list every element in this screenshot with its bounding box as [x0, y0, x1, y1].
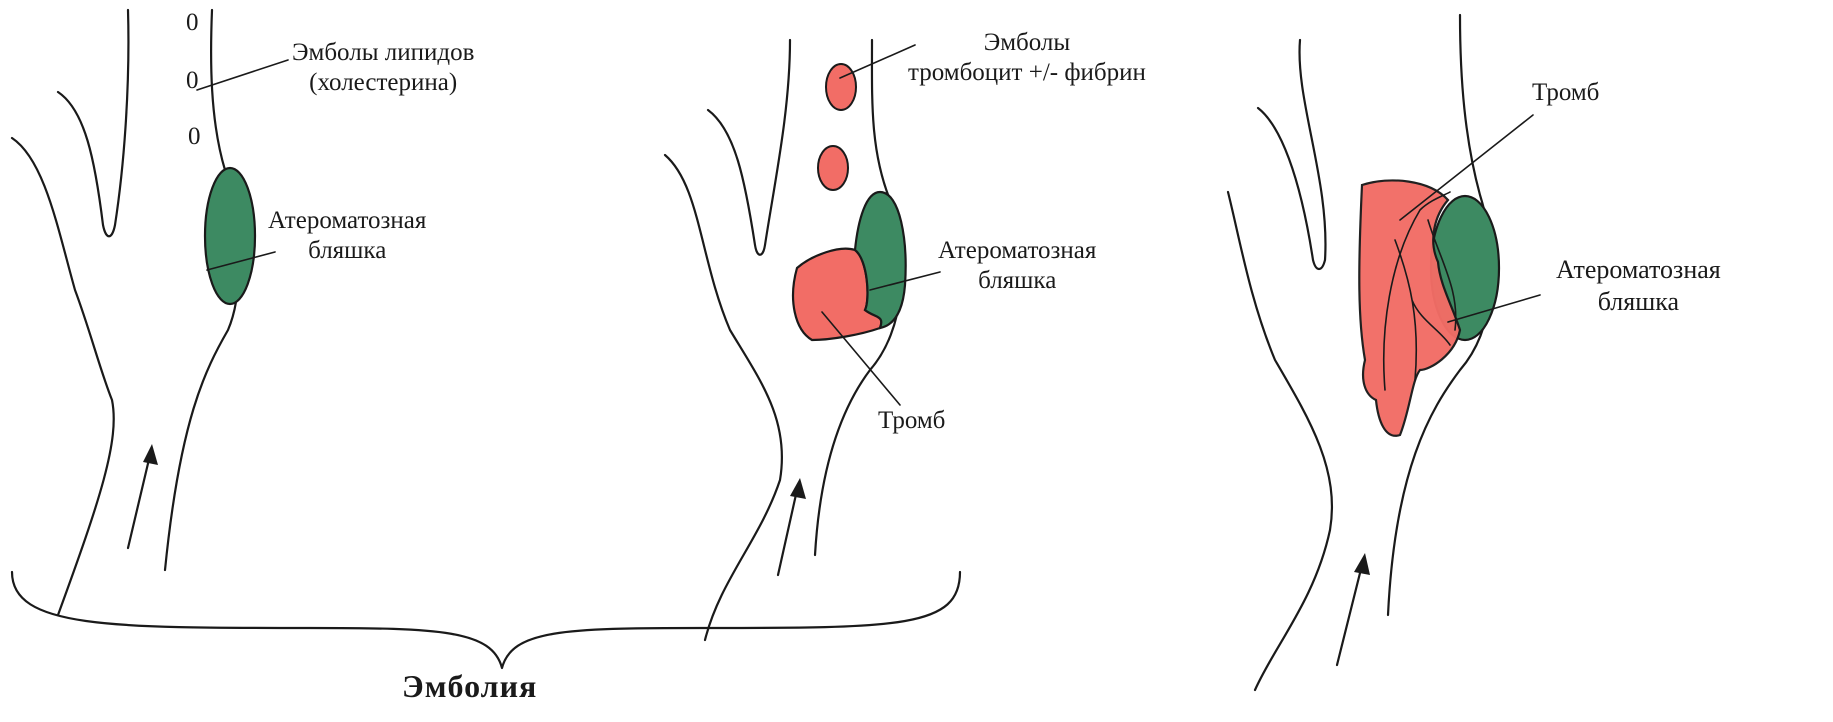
- label-line: бляшка: [1556, 286, 1721, 318]
- label-platelet-emboli: Эмболы тромбоцит +/- фибрин: [908, 28, 1146, 88]
- flow-arrow: [128, 455, 150, 548]
- label-plaque-2: Атероматозная бляшка: [938, 236, 1096, 296]
- pointer-platelet-emboli: [840, 45, 915, 78]
- flow-arrow-head: [143, 444, 158, 465]
- label-line: Эмболы липидов: [292, 38, 474, 68]
- label-line: Атероматозная: [268, 206, 426, 236]
- platelet-embolus: [818, 146, 848, 190]
- label-thrombus-2: Тромб: [878, 406, 945, 436]
- label-line: (холестерина): [292, 68, 474, 98]
- label-plaque-1: Атероматозная бляшка: [268, 206, 426, 266]
- lipid-embolus-mark: 0: [186, 8, 199, 38]
- label-line: тромбоцит +/- фибрин: [908, 58, 1146, 88]
- flow-arrow: [1337, 565, 1362, 665]
- flow-arrow-head: [1354, 553, 1370, 575]
- platelet-embolus: [826, 64, 856, 110]
- vessel-branch: [58, 10, 128, 236]
- diagram-caption: Эмболия: [402, 668, 537, 705]
- label-line: бляшка: [938, 266, 1096, 296]
- vessel-wall-left: [12, 138, 114, 615]
- label-thrombus-3: Тромб: [1532, 78, 1599, 108]
- label-line: бляшка: [268, 236, 426, 266]
- label-plaque-3: Атероматозная бляшка: [1556, 254, 1721, 318]
- flow-arrow: [778, 490, 797, 575]
- label-line: Атероматозная: [1556, 254, 1721, 286]
- grouping-brace: [12, 572, 960, 668]
- panel-platelet-embolism: [665, 40, 940, 640]
- lipid-embolus-mark: 0: [188, 122, 201, 152]
- panel-thrombosis: [1228, 15, 1540, 690]
- atheromatous-plaque: [205, 168, 255, 304]
- flow-arrow-head: [790, 478, 806, 499]
- vessel-wall-left: [665, 155, 782, 640]
- label-line: Атероматозная: [938, 236, 1096, 266]
- vessel-branch: [708, 40, 790, 255]
- panel-lipid-embolism: [12, 10, 288, 615]
- lipid-embolus-mark: 0: [186, 66, 199, 96]
- vessel-branch: [1258, 40, 1325, 269]
- label-line: Эмболы: [908, 28, 1146, 58]
- label-lipid-emboli: Эмболы липидов (холестерина): [292, 38, 474, 98]
